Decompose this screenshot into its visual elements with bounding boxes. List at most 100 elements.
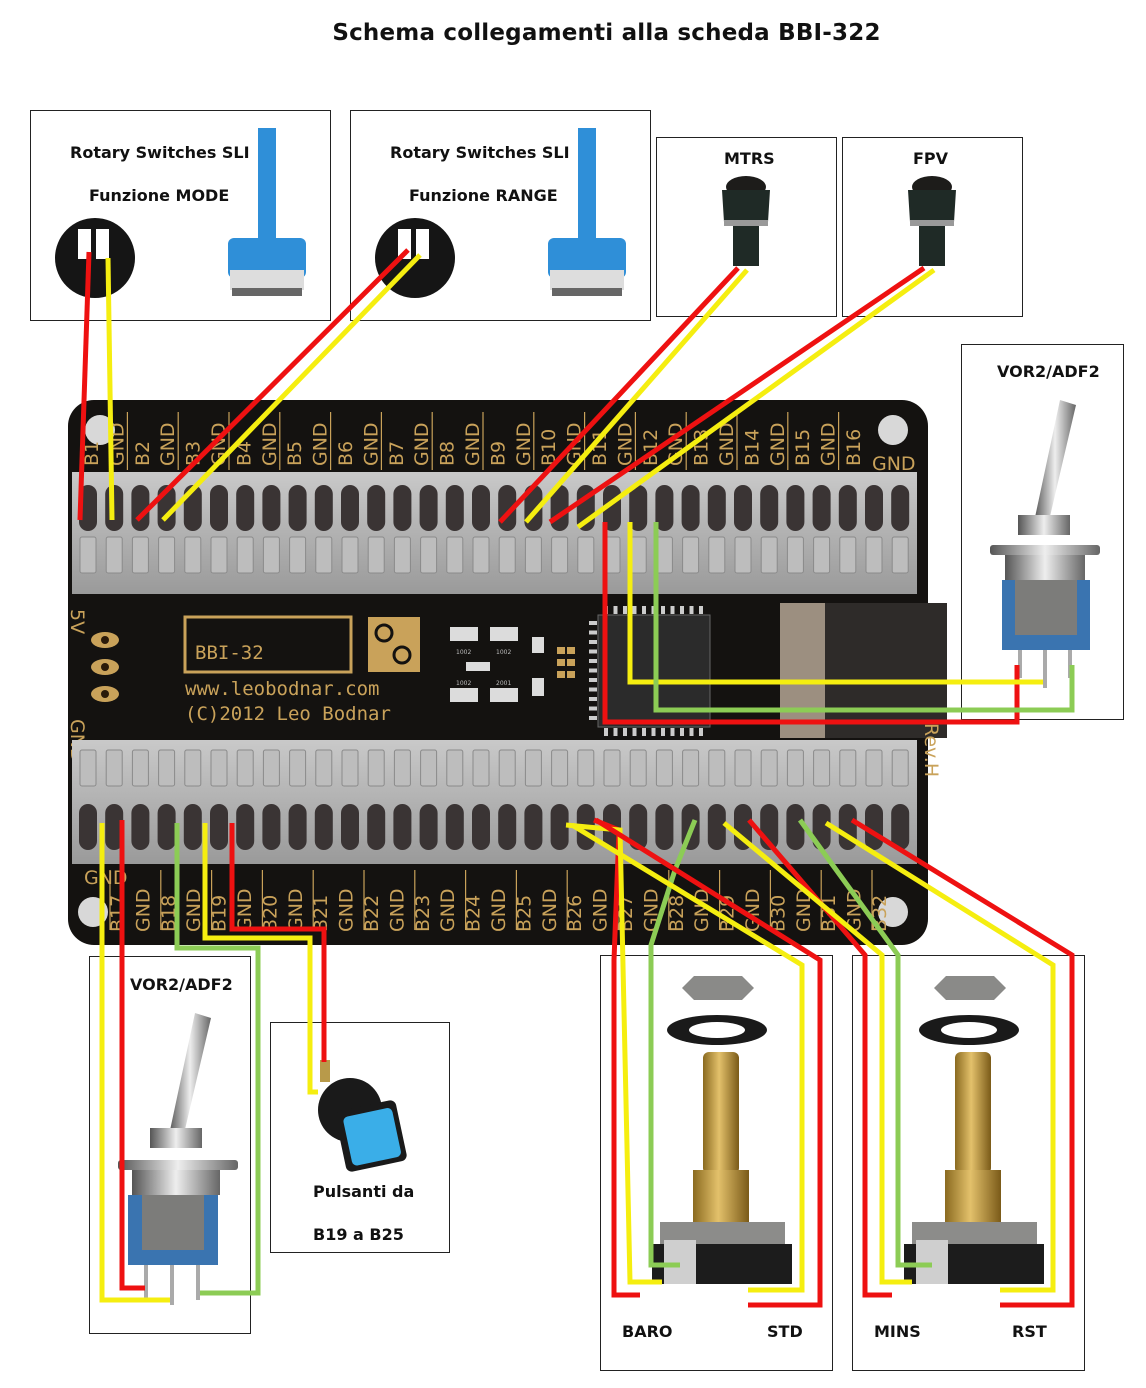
terminal-lever[interactable] xyxy=(524,536,542,574)
terminal-lever[interactable] xyxy=(367,749,385,787)
chip-pin xyxy=(589,678,597,682)
chip-pin xyxy=(689,606,694,614)
bottom-pin-label: GND xyxy=(234,888,256,932)
top-gnd-corner-label: GND xyxy=(872,453,916,475)
terminal-lever[interactable] xyxy=(865,749,883,787)
terminal-lever[interactable] xyxy=(393,749,411,787)
terminal-lever[interactable] xyxy=(839,749,857,787)
wires xyxy=(77,248,1075,1308)
terminal-lever[interactable] xyxy=(420,536,438,574)
terminal-lever[interactable] xyxy=(708,536,726,574)
terminal-lever[interactable] xyxy=(813,536,831,574)
terminal-lever[interactable] xyxy=(839,536,857,574)
terminal-lever[interactable] xyxy=(315,749,333,787)
terminal-hole xyxy=(524,804,543,850)
terminal-lever[interactable] xyxy=(524,749,542,787)
terminal-lever[interactable] xyxy=(577,749,595,787)
terminal-lever[interactable] xyxy=(891,749,909,787)
terminal-hole xyxy=(367,804,386,850)
terminal-lever[interactable] xyxy=(629,749,647,787)
terminal-lever[interactable] xyxy=(498,749,516,787)
terminal-lever[interactable] xyxy=(262,749,280,787)
terminal-lever[interactable] xyxy=(289,536,307,574)
bottom-pin-label: GND xyxy=(183,888,205,932)
terminal-lever[interactable] xyxy=(551,749,569,787)
terminal-lever[interactable] xyxy=(786,749,804,787)
toggle-switch-bottom xyxy=(118,1013,238,1305)
terminal-lever[interactable] xyxy=(760,749,778,787)
terminal-lever[interactable] xyxy=(158,536,176,574)
terminal-hole xyxy=(314,485,333,531)
terminal-lever[interactable] xyxy=(655,536,673,574)
terminal-lever[interactable] xyxy=(236,749,254,787)
terminal-lever[interactable] xyxy=(472,536,490,574)
terminal-lever[interactable] xyxy=(786,536,804,574)
terminal-lever[interactable] xyxy=(367,536,385,574)
bottom-pin-label: B24 xyxy=(463,895,485,932)
terminal-lever[interactable] xyxy=(734,536,752,574)
terminal-lever[interactable] xyxy=(236,536,254,574)
terminal-lever[interactable] xyxy=(446,536,464,574)
terminal-lever[interactable] xyxy=(131,749,149,787)
terminal-lever[interactable] xyxy=(734,749,752,787)
terminal-lever[interactable] xyxy=(289,749,307,787)
terminal-lever[interactable] xyxy=(184,749,202,787)
terminal-lever[interactable] xyxy=(420,749,438,787)
terminal-lever[interactable] xyxy=(341,749,359,787)
terminal-lever[interactable] xyxy=(865,536,883,574)
terminal-lever[interactable] xyxy=(79,536,97,574)
terminal-hole xyxy=(707,804,726,850)
terminal-lever[interactable] xyxy=(105,536,123,574)
toggle-top-label: VOR2/ADF2 xyxy=(997,362,1100,381)
mounting-hole xyxy=(85,415,115,445)
terminal-lever[interactable] xyxy=(341,536,359,574)
terminal-lever[interactable] xyxy=(655,749,673,787)
terminal-lever[interactable] xyxy=(446,749,464,787)
terminal-hole xyxy=(445,804,464,850)
terminal-lever[interactable] xyxy=(682,749,700,787)
terminal-hole xyxy=(262,804,281,850)
terminal-lever[interactable] xyxy=(210,749,228,787)
terminal-lever[interactable] xyxy=(813,749,831,787)
terminal-lever[interactable] xyxy=(577,536,595,574)
terminal-hole xyxy=(288,485,307,531)
chip-pin xyxy=(689,728,694,736)
wire xyxy=(105,257,115,521)
terminal-lever[interactable] xyxy=(105,749,123,787)
terminal-lever[interactable] xyxy=(472,749,490,787)
board-name: BBI-32 xyxy=(195,642,264,664)
terminal-hole xyxy=(812,804,831,850)
terminal-lever[interactable] xyxy=(210,536,228,574)
chip-pin xyxy=(589,659,597,663)
terminal-lever[interactable] xyxy=(184,536,202,574)
terminal-lever[interactable] xyxy=(315,536,333,574)
terminal-lever[interactable] xyxy=(131,536,149,574)
wire xyxy=(594,817,823,1308)
side-label-5v: 5V xyxy=(66,609,88,634)
bottom-pin-label: B19 xyxy=(209,895,231,932)
chip-pin xyxy=(680,606,684,614)
terminal-lever[interactable] xyxy=(760,536,778,574)
terminal-lever[interactable] xyxy=(629,536,647,574)
usb-connector xyxy=(825,603,947,738)
terminal-lever[interactable] xyxy=(79,749,97,787)
terminal-hole xyxy=(498,804,517,850)
terminal-lever[interactable] xyxy=(603,749,621,787)
top-pin-label: GND xyxy=(462,422,484,466)
chip-pin xyxy=(623,728,627,736)
terminal-hole xyxy=(812,485,831,531)
terminal-lever[interactable] xyxy=(708,749,726,787)
wire xyxy=(119,820,145,1291)
terminal-lever[interactable] xyxy=(682,536,700,574)
chip-pin xyxy=(642,728,646,736)
terminal-lever[interactable] xyxy=(262,536,280,574)
terminal-lever[interactable] xyxy=(551,536,569,574)
terminal-hole xyxy=(210,804,228,850)
terminal-hole xyxy=(105,804,124,850)
terminal-hole xyxy=(157,804,176,850)
terminal-lever[interactable] xyxy=(891,536,909,574)
terminal-lever[interactable] xyxy=(158,749,176,787)
terminal-lever[interactable] xyxy=(393,536,411,574)
terminal-lever[interactable] xyxy=(498,536,516,574)
chip-pin xyxy=(589,687,597,692)
